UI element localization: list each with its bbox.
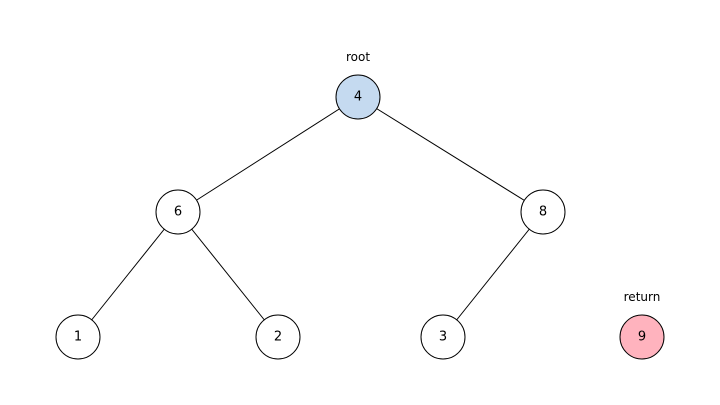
edge-n4-n6 (177, 96, 359, 213)
node-label: 1 (74, 330, 82, 345)
tree-node-6: 6 (155, 189, 201, 235)
edge-n4-n8 (357, 96, 544, 213)
node-circle (520, 189, 566, 235)
tree-node-3: 3 (420, 314, 466, 360)
node-label: 9 (638, 330, 646, 345)
tree-node-1: 1 (55, 314, 101, 360)
edge-n6-n1 (77, 211, 179, 338)
node-circle (619, 314, 665, 360)
node-label: 2 (274, 330, 282, 345)
node-circle (155, 189, 201, 235)
tree-node-4: 4 root (335, 50, 381, 120)
node-caption-return: return (624, 290, 661, 304)
edge-n6-n2 (177, 211, 279, 338)
node-circle (255, 314, 301, 360)
node-label: 8 (539, 205, 547, 220)
tree-edges (77, 96, 544, 338)
tree-node-9: 9 return (619, 290, 665, 360)
node-circle (55, 314, 101, 360)
edge-n8-n3 (442, 211, 544, 338)
node-caption-root: root (346, 50, 370, 64)
tree-node-8: 8 (520, 189, 566, 235)
tree-node-2: 2 (255, 314, 301, 360)
node-label: 4 (354, 90, 362, 105)
node-label: 6 (174, 205, 182, 220)
node-circle (335, 74, 381, 120)
node-label: 3 (439, 330, 447, 345)
node-circle (420, 314, 466, 360)
tree-nodes: 4 root 6 8 1 2 3 9 return (55, 50, 665, 360)
